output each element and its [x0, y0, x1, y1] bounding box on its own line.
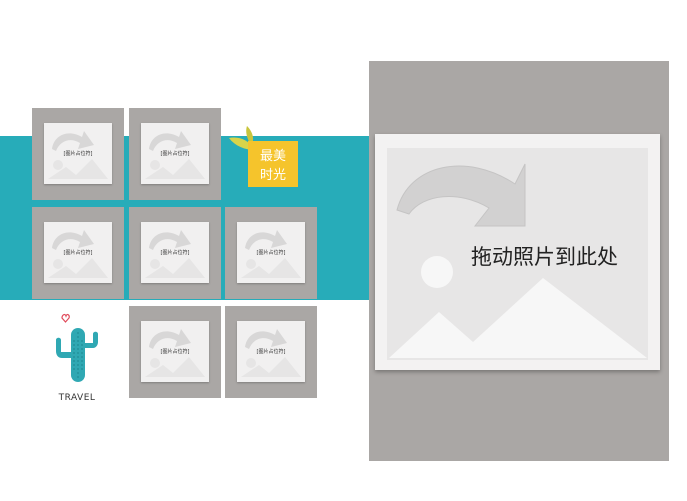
- title-tag: 最美 时光: [248, 141, 298, 187]
- travel-caption: TRAVEL: [58, 393, 96, 403]
- photo-slot-5[interactable]: [图片占位符]: [225, 207, 317, 299]
- image-placeholder-icon: [145, 131, 205, 179]
- placeholder-label: [图片占位符]: [160, 349, 190, 355]
- placeholder-label: [图片占位符]: [160, 151, 190, 157]
- image-placeholder: [图片占位符]: [237, 321, 305, 382]
- cactus-icon: [56, 313, 98, 382]
- placeholder-label: [图片占位符]: [160, 250, 190, 256]
- photo-slot-2[interactable]: [图片占位符]: [129, 108, 221, 200]
- placeholder-label: [图片占位符]: [63, 151, 93, 157]
- image-placeholder-icon: [241, 230, 301, 278]
- image-placeholder-icon: [145, 329, 205, 377]
- image-placeholder: [图片占位符]: [237, 222, 305, 283]
- image-placeholder-icon: [387, 148, 648, 360]
- placeholder-label: [图片占位符]: [63, 250, 93, 256]
- main-photo-slot[interactable]: 拖动照片到此处: [369, 61, 669, 461]
- image-placeholder-icon: [48, 230, 108, 278]
- image-placeholder-icon: [241, 329, 301, 377]
- image-placeholder: [图片占位符]: [141, 222, 209, 283]
- photo-slot-1[interactable]: [图片占位符]: [32, 108, 124, 200]
- photo-slot-6[interactable]: [图片占位符]: [129, 306, 221, 398]
- image-placeholder-icon: [145, 230, 205, 278]
- main-image-placeholder: 拖动照片到此处: [375, 134, 660, 370]
- image-placeholder: [图片占位符]: [44, 222, 112, 283]
- photo-slot-3[interactable]: [图片占位符]: [32, 207, 124, 299]
- title-line-1: 最美: [259, 149, 286, 164]
- photo-slot-4[interactable]: [图片占位符]: [129, 207, 221, 299]
- photo-slot-7[interactable]: [图片占位符]: [225, 306, 317, 398]
- placeholder-label: [图片占位符]: [256, 250, 286, 256]
- image-placeholder-icon: [48, 131, 108, 179]
- drop-photo-label: 拖动照片到此处: [471, 245, 618, 269]
- image-placeholder: [图片占位符]: [141, 123, 209, 184]
- image-placeholder: [图片占位符]: [44, 123, 112, 184]
- placeholder-label: [图片占位符]: [256, 349, 286, 355]
- title-line-2: 时光: [259, 168, 286, 183]
- image-placeholder: [图片占位符]: [141, 321, 209, 382]
